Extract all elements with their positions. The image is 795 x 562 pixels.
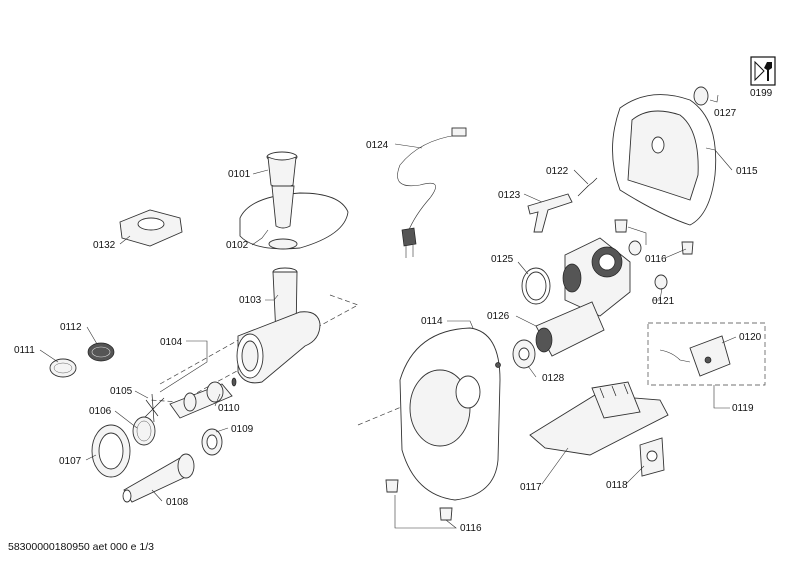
label-0101: 0101 [228,169,251,180]
part-0109-spacer-ring [201,428,223,456]
part-0120-electronic-module [659,335,731,377]
label-0103: 0103 [239,295,262,306]
part-0108-sausage-funnel [122,453,195,503]
label-0127: 0127 [714,108,737,119]
label-0109: 0109 [231,424,254,435]
part-0116-feet-top [614,219,694,255]
part-0122-spring [577,177,598,197]
label-0115: 0115 [736,166,758,177]
part-0101-feed-tube-cap [266,151,298,188]
label-0116-top: 0116 [645,254,667,265]
label-0121: 0121 [652,296,675,307]
label-0124: 0124 [366,140,389,151]
part-0127-knob [693,86,709,106]
part-0115-rear-cover [612,94,717,226]
label-0132: 0132 [93,240,116,251]
part-0118-switch [639,437,665,477]
part-0124-power-cord [397,127,467,258]
part-0112-disc [87,342,115,362]
part-0117-base-plate [529,381,669,456]
label-0126: 0126 [487,311,510,322]
label-0111: 0111 [14,345,35,356]
part-labels: 0101 0102 0103 0104 0105 0106 0107 0108 … [14,88,773,534]
part-0125-ring [521,267,551,305]
label-0118: 0118 [606,480,628,491]
document-footer: 58300000180950 aet 000 e 1/3 [8,541,154,553]
label-0102: 0102 [226,240,249,251]
part-0116-feet-bottom [385,479,453,521]
part-0121-washers [628,240,668,290]
part-0111-disc [49,358,77,378]
label-0110: 0110 [218,403,240,414]
part-0123-switch-lever [527,193,573,233]
label-0199: 0199 [750,88,773,99]
part-0126-motor-gearbox [535,237,631,357]
part-0105-cross-knife [141,393,165,423]
leader-lines [39,94,737,529]
label-0117: 0117 [520,482,542,493]
part-0128-bearing [512,339,536,369]
part-0132-pusher [119,209,183,247]
label-0125: 0125 [491,254,514,265]
wrench-tool-icon [750,56,776,86]
part-0102-hopper-tray [239,185,349,250]
label-0123: 0123 [498,190,521,201]
part-0107-ring-nut [91,424,131,478]
part-0114-motor-housing [399,327,501,501]
part-0104-grinder-housing [236,311,321,384]
part-0110-auger [169,377,237,419]
label-0104: 0104 [160,337,183,348]
label-0112: 0112 [60,322,82,333]
label-0119: 0119 [732,403,754,414]
label-0120: 0120 [739,332,762,343]
part-0106-perforated-disc [132,416,156,446]
label-0105: 0105 [110,386,133,397]
label-0107: 0107 [59,456,82,467]
label-0116-bottom: 0116 [460,523,482,534]
label-0114: 0114 [421,316,443,327]
label-0128: 0128 [542,373,565,384]
label-0108: 0108 [166,497,189,508]
label-0122: 0122 [546,166,569,177]
label-0106: 0106 [89,406,112,417]
